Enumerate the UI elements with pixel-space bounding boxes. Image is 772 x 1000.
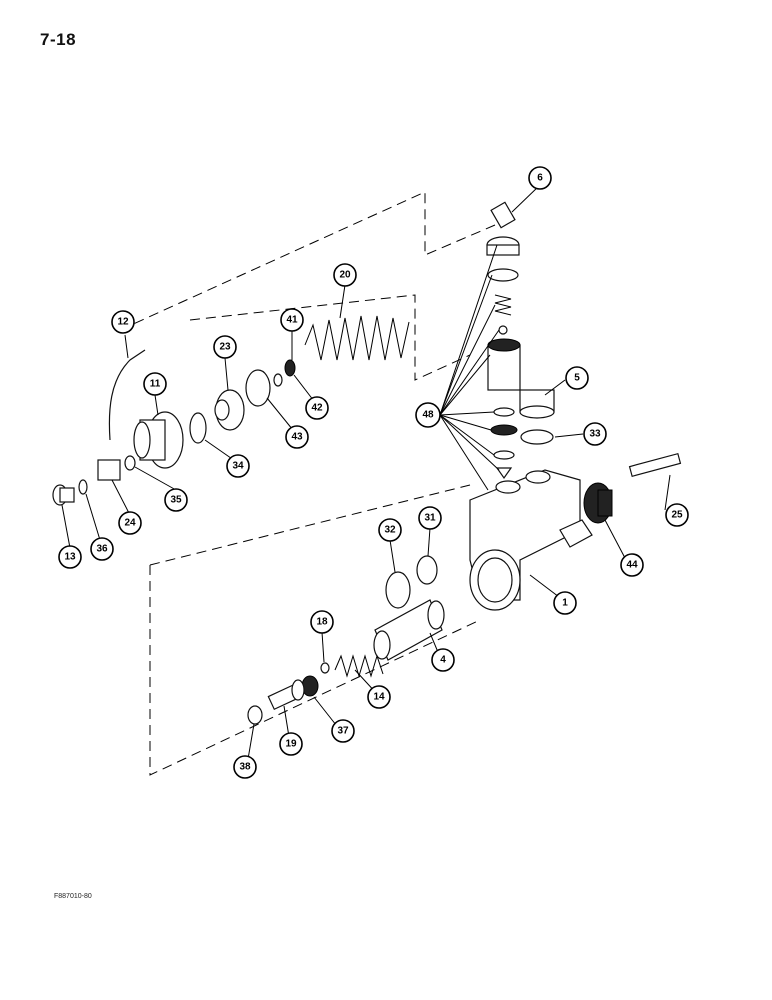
callout-41: 41	[280, 308, 304, 332]
svg-text:14: 14	[373, 692, 385, 703]
callout-36: 36	[90, 537, 114, 561]
banjo-bolt-part	[52, 484, 75, 506]
svg-text:43: 43	[291, 432, 303, 443]
parts	[52, 201, 682, 725]
callout-33: 33	[583, 422, 607, 446]
svg-text:6: 6	[537, 173, 543, 184]
o-ring-part	[189, 412, 207, 444]
pin-part	[628, 452, 682, 478]
svg-text:34: 34	[232, 461, 244, 472]
callout-32: 32	[378, 518, 402, 542]
housing-part	[133, 411, 184, 469]
callout-11: 11	[143, 372, 167, 396]
svg-text:48: 48	[422, 410, 434, 421]
callout-25: 25	[665, 503, 689, 527]
svg-text:37: 37	[337, 726, 349, 737]
svg-text:42: 42	[311, 403, 323, 414]
callout-38: 38	[233, 755, 257, 779]
callout-48: 48	[415, 402, 441, 428]
callout-44: 44	[620, 553, 644, 577]
callout-18: 18	[310, 610, 334, 634]
callout-19: 19	[279, 732, 303, 756]
svg-text:24: 24	[124, 518, 136, 529]
svg-text:20: 20	[339, 270, 351, 281]
callout-37: 37	[331, 719, 355, 743]
piston-part	[214, 389, 245, 431]
svg-text:12: 12	[117, 317, 129, 328]
svg-text:31: 31	[424, 513, 436, 524]
spring-part	[334, 654, 384, 678]
seal-ring-part	[385, 571, 411, 609]
seal-ring-part	[245, 369, 271, 407]
svg-text:33: 33	[589, 429, 601, 440]
svg-text:18: 18	[316, 617, 328, 628]
svg-text:1: 1	[562, 598, 568, 609]
sleeve-part	[373, 599, 445, 661]
tee-fitting-part	[97, 459, 121, 481]
svg-text:4: 4	[440, 655, 446, 666]
callout-42: 42	[305, 396, 329, 420]
page-number: 7-18	[40, 30, 77, 49]
plug-part	[519, 389, 555, 419]
callout-13: 13	[58, 545, 82, 569]
svg-text:36: 36	[96, 544, 108, 555]
callout-23: 23	[213, 335, 237, 359]
svg-text:23: 23	[219, 342, 231, 353]
callout-4: 4	[431, 648, 455, 672]
callout-34: 34	[226, 454, 250, 478]
svg-text:38: 38	[239, 762, 251, 773]
callout-43: 43	[285, 425, 309, 449]
svg-text:35: 35	[170, 495, 182, 506]
tube-part	[108, 349, 146, 441]
svg-text:41: 41	[286, 315, 298, 326]
svg-text:32: 32	[384, 525, 396, 536]
svg-text:19: 19	[285, 739, 297, 750]
spring-part	[304, 315, 410, 361]
svg-text:11: 11	[150, 379, 161, 390]
svg-text:5: 5	[574, 373, 580, 384]
callout-6: 6	[528, 166, 552, 190]
end-cap-part	[583, 482, 613, 524]
svg-text:25: 25	[671, 510, 683, 521]
figure-code: F887010-80	[54, 893, 92, 900]
seal-ring-part	[416, 555, 438, 585]
callout-1: 1	[553, 591, 577, 615]
callout-14: 14	[367, 685, 391, 709]
callout-5: 5	[565, 366, 589, 390]
leader-lines	[61, 184, 671, 766]
retaining-ring-part	[247, 705, 263, 725]
callout-31: 31	[418, 506, 442, 530]
svg-text:13: 13	[64, 552, 76, 563]
elbow-fitting-part	[490, 201, 516, 229]
svg-text:44: 44	[626, 560, 638, 571]
callout-12: 12	[111, 310, 135, 334]
plunger-part	[267, 679, 305, 711]
plug-seal-part	[520, 429, 554, 445]
callout-35: 35	[164, 488, 188, 512]
callout-20: 20	[333, 263, 357, 287]
valve-body-part	[469, 469, 593, 611]
callout-24: 24	[118, 511, 142, 535]
